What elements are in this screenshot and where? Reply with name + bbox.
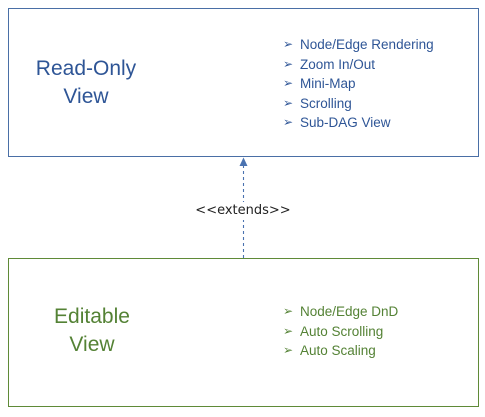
list-item: ➢ Scrolling bbox=[283, 94, 434, 114]
list-item: ➢ Auto Scrolling bbox=[283, 322, 398, 342]
feature-label: Node/Edge Rendering bbox=[300, 37, 434, 52]
arrow-bullet-icon: ➢ bbox=[283, 343, 294, 357]
editable-feature-list: ➢ Node/Edge DnD ➢ Auto Scrolling ➢ Auto Sca… bbox=[283, 302, 398, 361]
readonly-view-title: Read-Only View bbox=[35, 57, 137, 108]
arrow-bullet-icon: ➢ bbox=[283, 115, 294, 129]
list-item: ➢ Node/Edge Rendering bbox=[283, 35, 434, 55]
arrow-bullet-icon: ➢ bbox=[283, 323, 294, 338]
list-item: ➢ Auto Scaling bbox=[283, 341, 398, 361]
feature-label: Auto Scaling bbox=[300, 343, 376, 358]
editable-view-title: Editable View bbox=[54, 305, 130, 356]
arrow-bullet-icon: ➢ bbox=[283, 95, 294, 110]
list-item: ➢ Mini-Map bbox=[283, 74, 434, 94]
arrow-bullet-icon: ➢ bbox=[283, 304, 294, 318]
feature-label: Auto Scrolling bbox=[300, 323, 384, 339]
arrow-bullet-icon: ➢ bbox=[283, 37, 294, 51]
feature-label: Node/Edge DnD bbox=[300, 304, 399, 319]
extends-label: <<extends>> bbox=[188, 202, 298, 220]
readonly-feature-list: ➢ Node/Edge Rendering ➢ Zoom In/Out ➢ Mini-… bbox=[283, 35, 434, 133]
feature-label: Mini-Map bbox=[300, 76, 356, 91]
list-item: ➢ Node/Edge DnD bbox=[283, 302, 398, 322]
list-item: ➢ Zoom In/Out bbox=[283, 55, 434, 75]
editable-view-box bbox=[8, 258, 479, 407]
arrow-bullet-icon: ➢ bbox=[283, 56, 294, 71]
readonly-view-box bbox=[8, 8, 479, 157]
feature-label: Scrolling bbox=[300, 95, 352, 111]
feature-label: Zoom In/Out bbox=[300, 56, 376, 72]
list-item: ➢ Sub-DAG View bbox=[283, 113, 434, 133]
feature-label: Sub-DAG View bbox=[300, 115, 391, 130]
arrow-bullet-icon: ➢ bbox=[283, 76, 294, 90]
arrowhead-icon bbox=[239, 157, 248, 166]
